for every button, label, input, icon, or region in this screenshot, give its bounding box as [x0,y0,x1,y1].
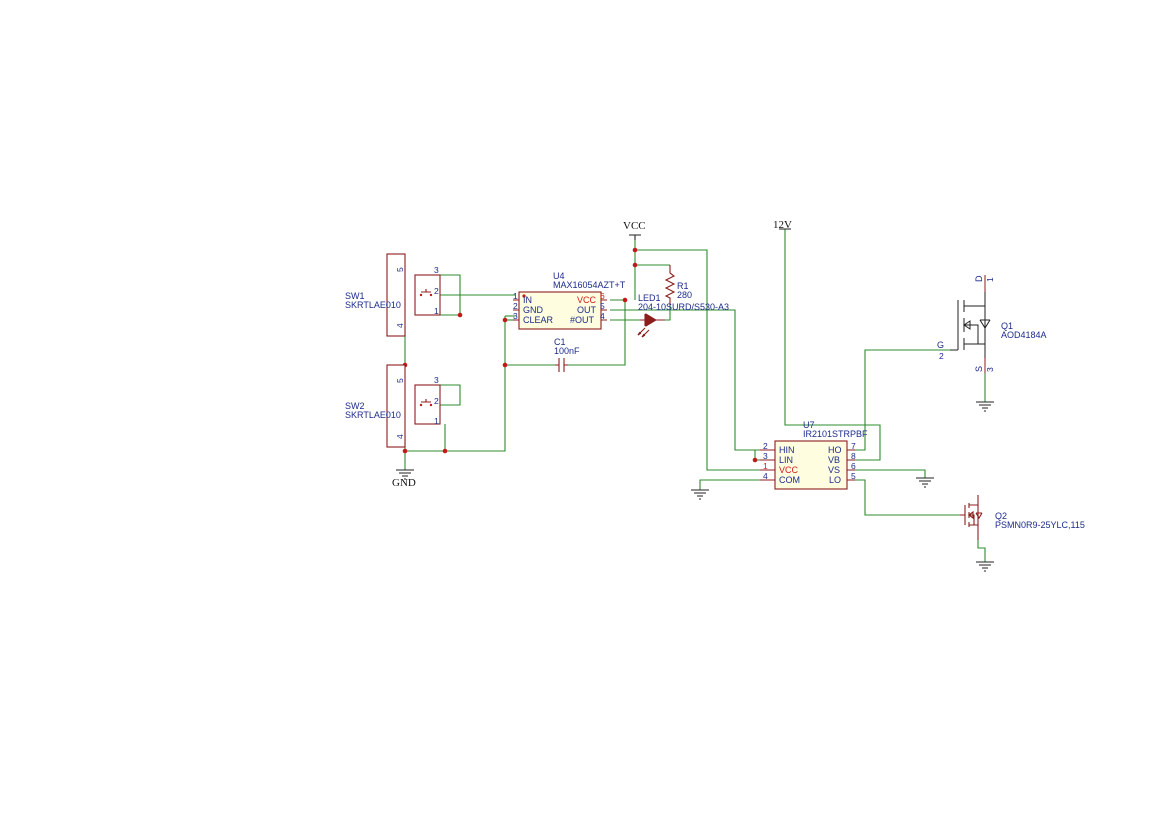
sw1-pin-2: 2 [434,286,439,296]
sw1-pin-5: 5 [395,267,405,272]
junction-dot [622,297,628,303]
gnd-symbol-switches: GND [392,469,416,489]
u4-ic[interactable]: U4 MAX16054AZT+T 1 2 3 IN GND CLEAR 6 5 … [513,271,626,330]
u4-pin-6-num: 6 [600,291,605,301]
vcc-label: VCC [623,220,646,232]
u4-pin-2-num: 2 [513,301,518,311]
junctions [402,247,758,463]
sw2-ref: SW2 [345,401,365,411]
q1-pin-d-num: 1 [985,277,995,282]
u7-value: IR2101STRPBF [803,429,868,439]
u7-pin-4-num: 4 [763,471,768,481]
sw2-pin-2: 2 [434,396,439,406]
sw2-pin-1: 1 [434,416,439,426]
12v-power-symbol: 12V [773,219,792,231]
q1-pin-g-label: G [937,340,944,350]
sw2-pin-4: 4 [395,434,405,439]
u7-pin-lo: LO [829,475,841,485]
sw1-pin-3: 3 [434,265,439,275]
u7-pin-5-num: 5 [851,471,856,481]
u7-pin-vs: VS [828,465,840,475]
q2-mosfet[interactable]: Q2 PSMN0R9-25YLC,115 [960,495,1085,540]
junction-dot [502,317,508,323]
u4-pin-vcc: VCC [577,295,597,305]
c1-value: 100nF [554,346,580,356]
q1-pin-s-label: S [974,366,984,372]
r1-resistor[interactable]: R1 280 [664,265,692,305]
u4-value: MAX16054AZT+T [553,280,626,290]
gnd-symbol-q1 [976,401,994,412]
q1-ref: Q1 [1001,321,1013,331]
u7-pin-hin: HIN [779,445,795,455]
u4-pin-nout: #OUT [570,315,595,325]
sw2-pin-3: 3 [434,375,439,385]
sw1-ref: SW1 [345,291,365,301]
sw1-switch[interactable]: 5 4 3 2 1 SW1 SKRTLAE010 [345,253,441,337]
r1-value: 280 [677,290,692,300]
sw1-pin-4: 4 [395,323,405,328]
gnd-symbol-q2 [976,561,994,572]
u4-pin-5-num: 5 [600,301,605,311]
sw2-switch[interactable]: 5 4 3 2 1 SW2 SKRTLAE010 [345,364,441,448]
u7-ref: U7 [803,420,815,430]
u4-pin-in: IN [523,295,532,305]
wires [404,229,986,562]
junction-dot [752,457,758,463]
q1-pin-g-num: 2 [939,351,944,361]
c1-ref: C1 [554,337,566,347]
sw2-pin-5: 5 [395,378,405,383]
junction-dot [502,362,508,368]
q1-mosfet[interactable]: D 1 G 2 S 3 Q1 AOD4184A [937,275,1047,373]
u7-pin-ho: HO [828,445,842,455]
u7-pin-8-num: 8 [851,451,856,461]
u7-pin-vb: VB [828,455,840,465]
led1-diode[interactable]: LED1 204-10SURD/S530-A3 [637,293,729,338]
junction-dot [632,247,638,253]
q2-ref: Q2 [995,511,1007,521]
sw2-value: SKRTLAE010 [345,410,401,420]
u7-pin-6-num: 6 [851,461,856,471]
sw1-pin-1: 1 [434,306,439,316]
u7-pin-1-num: 1 [763,461,768,471]
junction-dot [457,312,463,318]
junction-dot [402,448,408,454]
u4-pin-3-num: 3 [513,311,518,321]
u7-pin-com: COM [779,475,800,485]
q1-value: AOD4184A [1001,330,1047,340]
12v-label: 12V [773,219,792,231]
u7-pin-3-num: 3 [763,451,768,461]
junction-dot [632,262,638,268]
led1-ref: LED1 [638,293,661,303]
r1-ref: R1 [677,281,689,291]
u7-pin-2-num: 2 [763,441,768,451]
u7-pin-lin: LIN [779,455,793,465]
c1-capacitor[interactable]: C1 100nF [554,337,580,372]
q1-pin-d-label: D [974,275,984,282]
vcc-power-symbol: VCC [623,220,646,240]
u7-gate-driver[interactable]: U7 IR2101STRPBF 2 3 1 4 HIN LIN VCC COM … [760,420,868,490]
gnd-label: GND [392,477,416,489]
u4-pin-gnd: GND [523,305,544,315]
sw1-value: SKRTLAE010 [345,300,401,310]
q2-value: PSMN0R9-25YLC,115 [995,520,1085,530]
gnd-symbol-u7-vs [916,477,934,488]
led1-value: 204-10SURD/S530-A3 [638,302,729,312]
u4-pin-4-num: 4 [600,311,605,321]
q1-pin-s-num: 3 [985,367,995,372]
u7-pin-vcc: VCC [779,465,799,475]
u4-ref: U4 [553,271,565,281]
u7-pin-7-num: 7 [851,441,856,451]
u4-pin-clear: CLEAR [523,315,554,325]
u4-pin-1-num: 1 [513,291,518,301]
u4-pin-out: OUT [577,305,597,315]
junction-dot [442,448,448,454]
gnd-symbol-u7-com [691,489,709,500]
